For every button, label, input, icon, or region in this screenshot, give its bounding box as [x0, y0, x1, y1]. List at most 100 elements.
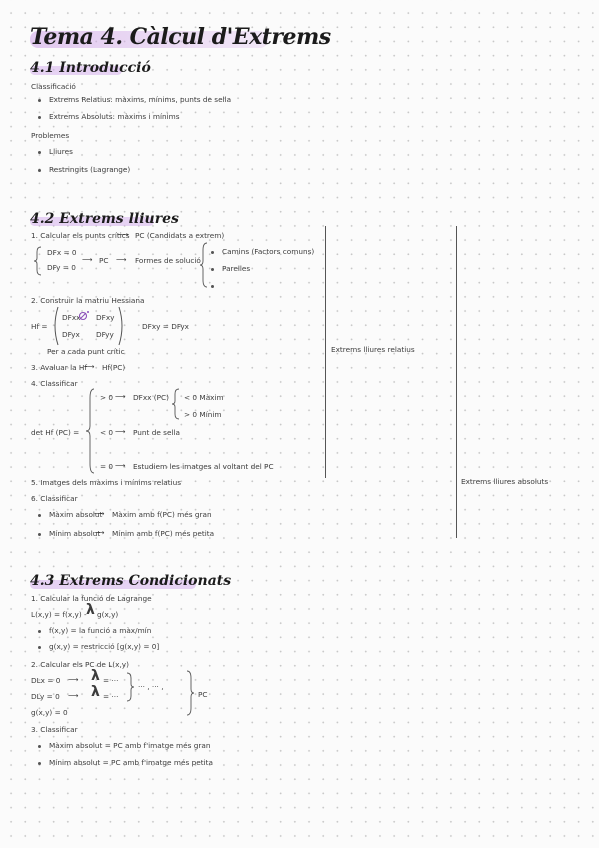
- label-classificacio: Classificació: [31, 82, 76, 91]
- step-1-result: PC (Candidats a extrem): [135, 231, 225, 240]
- bullet: [211, 268, 214, 271]
- step-6: 6. Classificar: [31, 494, 78, 503]
- divider-absoluts: [456, 226, 457, 538]
- arrow-icon: ⟶: [116, 255, 127, 264]
- problemes-item: Restringits (Lagrange): [49, 165, 131, 174]
- lagrange-item: f(x,y) = la funció a màx/mín: [49, 626, 152, 635]
- lagrange-b: g(x,y): [97, 610, 119, 619]
- s3-step-2: 2. Calcular els PC de L(x,y): [31, 660, 129, 669]
- arrow-icon: ⟶: [118, 230, 129, 239]
- pencil-scribble-icon: [78, 311, 89, 321]
- det-label: det Hf (PC) =: [31, 428, 80, 437]
- arrow-icon: ⟶: [68, 691, 79, 700]
- solution-dots: ··· , ··· ,: [138, 682, 164, 691]
- punt-sella: Punt de sella: [133, 428, 180, 437]
- maxim-cond: < 0 Màxim: [184, 393, 224, 402]
- matrix-cell: DFxy: [96, 313, 115, 322]
- step-3-result: Hf(PC): [102, 363, 126, 372]
- bullet: [38, 762, 41, 765]
- lambda-symbol: λ: [91, 684, 100, 700]
- s3-step-3: 3. Classificar: [31, 725, 78, 734]
- page-title: Tema 4. Càlcul d'Extrems: [30, 24, 331, 50]
- forma-item: Parelles: [222, 264, 251, 273]
- equation-g: g(x,y) = 0: [31, 708, 68, 717]
- arrow-icon: ⟶: [68, 675, 79, 684]
- side-label-relatius: Extrems lliures relatius: [331, 345, 415, 354]
- arrow-icon: ⟶: [115, 392, 126, 401]
- label-problemes: Problemes: [31, 131, 70, 140]
- s3-result: Mínim absolut = PC amb f'imatge més peti…: [49, 758, 213, 767]
- bullet: [211, 251, 214, 254]
- minim-cond: > 0 Mínim: [184, 410, 222, 419]
- arrow-icon: ⟶: [82, 255, 93, 264]
- equation-dfx: DFx = 0: [47, 248, 77, 257]
- dfxx-pc: DFxx (PC): [133, 393, 169, 402]
- bullet: [38, 646, 41, 649]
- lagrange-a: L(x,y) = f(x,y) -: [31, 610, 87, 619]
- lambda-symbol: λ: [86, 602, 95, 618]
- bullet: [38, 630, 41, 633]
- equation-dfy: DFy = 0: [47, 263, 76, 272]
- lambda-symbol: λ: [91, 668, 100, 684]
- section-heading-introduccio: 4.1 Introducció: [30, 60, 151, 76]
- estudiem: Estudiem les imatges al voltant del PC: [133, 462, 274, 471]
- per-cada-punt: Per a cada punt crític: [47, 347, 125, 356]
- s3-step-1: 1. Calcular la funció de Lagrange: [31, 594, 152, 603]
- s3-result: Màxim absolut = PC amb f'imatge més gran: [49, 741, 211, 750]
- arrow-icon: ⟶: [115, 427, 126, 436]
- brace-right-icon: [126, 672, 135, 702]
- matrix-paren-right: [118, 306, 123, 346]
- arrow-icon: ⟶: [115, 461, 126, 470]
- section-heading-extrems-lliures: 4.2 Extrems lliures: [30, 211, 179, 227]
- brace-left-icon: [85, 388, 95, 474]
- brace-right-icon: [186, 670, 195, 716]
- min-abs-result: Mínim amb f(PC) més petita: [112, 529, 215, 538]
- heading-highlight: [30, 580, 196, 589]
- bullet: [38, 99, 41, 102]
- lambda-dots: = ···: [103, 676, 119, 685]
- matrix-cell: DFyy: [96, 330, 114, 339]
- side-label-absoluts: Extrems lliures absoluts: [461, 477, 549, 486]
- bullet: [38, 169, 41, 172]
- heading-highlight: [30, 66, 122, 75]
- pc-label: PC: [198, 690, 208, 699]
- divider-relatius: [325, 226, 326, 478]
- brace-left-icon: [199, 242, 208, 288]
- max-abs: Màxim absolut: [49, 510, 103, 519]
- hf-label: Hf =: [31, 322, 48, 331]
- lagrange-item: g(x,y) = restricció [g(x,y) = 0]: [49, 642, 160, 651]
- forma-item: Camins (Factors comuns): [222, 247, 315, 256]
- step-5: 5. Imatges dels màxims i mínims relatius: [31, 478, 182, 487]
- step-1: 1. Calcular els punts crítics: [31, 231, 130, 240]
- section-heading-extrems-condicionats: 4.3 Extrems Condicionats: [30, 573, 232, 589]
- step-2: 2. Construir la matriu Hessiana: [31, 296, 145, 305]
- cond-lt0: < 0: [100, 428, 114, 437]
- bullet: [38, 116, 41, 119]
- heading-highlight: [30, 217, 154, 226]
- lambda-dots: = ···: [103, 692, 119, 701]
- problemes-item: Lliures: [49, 147, 73, 156]
- formes-solucio: Formes de solució: [135, 256, 201, 265]
- classificacio-item: Extrems Absoluts: màxims i mínims: [49, 112, 180, 121]
- equation-dlx: DLx = 0: [31, 676, 61, 685]
- bullet: [38, 514, 41, 517]
- bullet: [38, 533, 41, 536]
- cond-eq0: = 0: [100, 462, 114, 471]
- title-highlight: [30, 31, 268, 48]
- matrix-paren-left: [54, 306, 59, 346]
- max-abs-result: Màxim amb f(PC) més gran: [112, 510, 212, 519]
- cond-gt0: > 0: [100, 393, 114, 402]
- arrow-icon: ⟶: [84, 362, 95, 371]
- bullet: [211, 285, 214, 288]
- pc-label: PC: [99, 256, 109, 265]
- arrow-icon: ⟶: [94, 509, 105, 518]
- equation-dly: DLy = 0: [31, 692, 60, 701]
- dfxy-equality: DFxy = DFyx: [142, 322, 189, 331]
- bullet: [38, 745, 41, 748]
- matrix-cell: DFyx: [62, 330, 80, 339]
- classificacio-item: Extrems Relatius: màxims, mínims, punts …: [49, 95, 232, 104]
- matrix-cell: DFxx: [62, 313, 81, 322]
- arrow-icon: ⟶: [94, 528, 105, 537]
- brace-left-icon: [171, 388, 180, 420]
- brace-left-icon: [33, 246, 42, 276]
